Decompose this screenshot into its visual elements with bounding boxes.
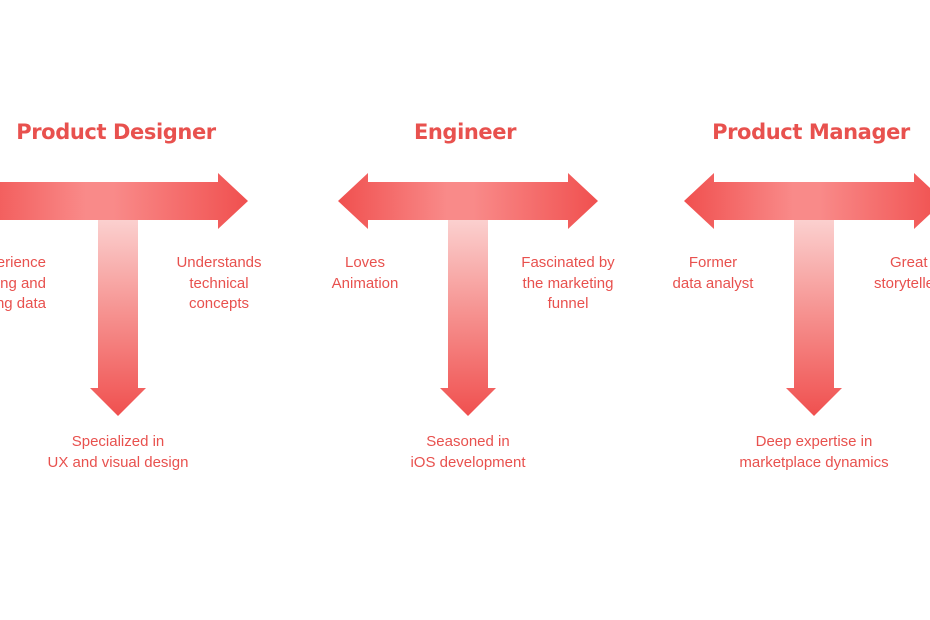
horizontal-double-arrow [0,173,248,229]
bottom-label-product-manager: Deep expertise in marketplace dynamics [714,432,914,473]
role-title-product-manager: Product Manager [712,120,910,144]
horizontal-double-arrow [684,173,930,229]
label-line: Deep expertise in [755,433,873,450]
label-line: Seasoned in [426,433,510,450]
right-label-engineer: Fascinated by the marketing funnel [503,253,633,315]
left-label-product-manager: Former data analyst [656,253,770,294]
label-line: zing data [0,295,46,312]
label-line: the marketing [522,274,614,292]
label-line: Great [890,254,928,271]
left-label-product-designer: erience eting and zing data [0,253,46,315]
label-line: Former [688,254,738,271]
label-line: iOS development [410,453,526,471]
role-title-product-designer: Product Designer [16,120,216,144]
right-label-product-designer: Understands technical concepts [159,253,279,315]
horizontal-double-arrow [338,173,598,229]
label-line: marketplace dynamics [739,453,889,471]
vertical-down-arrow [440,220,496,416]
label-line: Specialized in [71,433,165,450]
role-title-engineer: Engineer [413,120,517,144]
label-line: concepts [188,295,250,312]
label-line: Loves [344,254,386,271]
right-label-product-manager: Great storytelle [874,253,930,294]
label-line: funnel [547,295,589,312]
label-line: Animation [331,274,399,292]
left-label-engineer: Loves Animation [310,253,420,294]
vertical-down-arrow [786,220,842,416]
label-line: technical [189,274,249,292]
label-line: Understands [176,254,262,271]
label-line: data analyst [672,274,754,292]
bottom-label-engineer: Seasoned in iOS development [368,432,568,473]
vertical-down-arrow [90,220,146,416]
label-line: UX and visual design [47,453,189,471]
label-line: erience [0,254,46,271]
label-line: Fascinated by [521,254,615,271]
bottom-label-product-designer: Specialized in UX and visual design [18,432,218,473]
label-line: eting and [0,274,46,292]
label-line: storytelle [874,274,930,292]
